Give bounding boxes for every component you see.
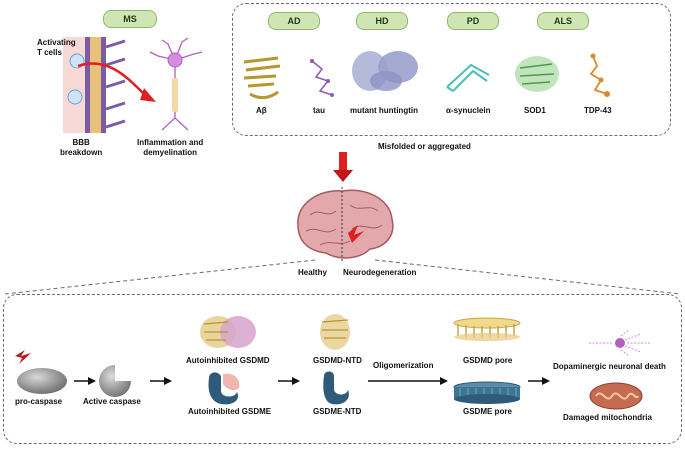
activating-t-cells-label: Activating T cells xyxy=(37,38,76,57)
neurodegeneration-label: Neurodegeneration xyxy=(343,268,417,277)
alpha-synuclein-structure-icon xyxy=(446,63,490,92)
ad-tag: AD xyxy=(268,12,320,30)
arrow-4 xyxy=(528,377,550,385)
gsdmd-ntd-structure-icon xyxy=(320,314,350,350)
oligomerization-label: Oligomerization xyxy=(373,361,434,370)
inflammation-label: Inflammation and demyelination xyxy=(137,138,204,157)
misfolded-protein-panel xyxy=(232,3,671,136)
autoinhibited-gsdme-label: Autoinhibited GSDME xyxy=(188,407,272,416)
hd-tag: HD xyxy=(356,12,408,30)
gsdmd-ntd-label: GSDMD-NTD xyxy=(313,356,362,365)
sod1-structure-icon xyxy=(515,56,559,92)
bbb-vessel-illustration xyxy=(63,37,126,133)
gsdmd-pore-icon xyxy=(453,317,521,341)
pyroptosis-pathway-panel xyxy=(3,294,682,444)
gsdme-pore-label: GSDME pore xyxy=(463,407,512,416)
brain-illustration xyxy=(297,187,394,263)
active-caspase-label: Active caspase xyxy=(83,397,141,406)
autoinhibited-gsdmd-label: Autoinhibited GSDMD xyxy=(186,356,270,365)
protein-label-tdp43: TDP-43 xyxy=(584,106,612,115)
abeta-structure-icon xyxy=(243,56,281,100)
protein-label-huntingtin: mutant huntingtin xyxy=(350,106,418,115)
pd-tag: PD xyxy=(447,12,499,30)
als-tag: ALS xyxy=(537,12,589,30)
protein-label-alpha-synuclein: α-synuclein xyxy=(446,106,491,115)
gsdmd-pore-label: GSDMD pore xyxy=(463,356,513,365)
autoinhibited-gsdmd-structure-icon xyxy=(200,316,256,348)
procaspase-label: pro-caspase xyxy=(15,397,63,406)
lightning-icon xyxy=(15,350,31,364)
misfolded-caption: Misfolded or aggregated xyxy=(378,142,471,151)
damaged-mitochondria-label: Damaged mitochondria xyxy=(563,413,652,422)
oligomerization-arrow xyxy=(368,377,448,385)
arrow-1 xyxy=(74,377,96,385)
gsdme-ntd-shape xyxy=(323,371,349,405)
arrow-3 xyxy=(278,377,300,385)
huntingtin-structure-icon xyxy=(352,51,418,91)
ms-tag: MS xyxy=(103,10,157,28)
protein-label-sod1: SOD1 xyxy=(524,106,546,115)
active-caspase-shape xyxy=(99,365,131,397)
healthy-label: Healthy xyxy=(298,268,327,277)
down-arrow xyxy=(333,152,353,182)
gsdme-pore-icon xyxy=(453,381,521,404)
tau-structure-icon xyxy=(310,59,334,97)
t-cell-migration-arrow xyxy=(77,62,156,102)
procaspase-shape xyxy=(17,368,67,394)
neuronal-death-label: Dopaminergic neuronal death xyxy=(553,362,666,371)
damaged-mitochondria-icon xyxy=(589,382,643,410)
tdp43-structure-icon xyxy=(589,53,610,97)
brain-zoom-lines xyxy=(4,259,681,295)
neuron-icon xyxy=(149,37,203,131)
arrow-2 xyxy=(150,377,172,385)
autoinhibited-gsdme-shape xyxy=(208,372,240,405)
gsdme-ntd-label: GSDME-NTD xyxy=(313,407,362,416)
dying-neuron-icon xyxy=(589,329,651,357)
protein-label-abeta: Aβ xyxy=(256,106,267,115)
bbb-breakdown-label: BBB breakdown xyxy=(60,138,103,157)
protein-label-tau: tau xyxy=(313,106,325,115)
